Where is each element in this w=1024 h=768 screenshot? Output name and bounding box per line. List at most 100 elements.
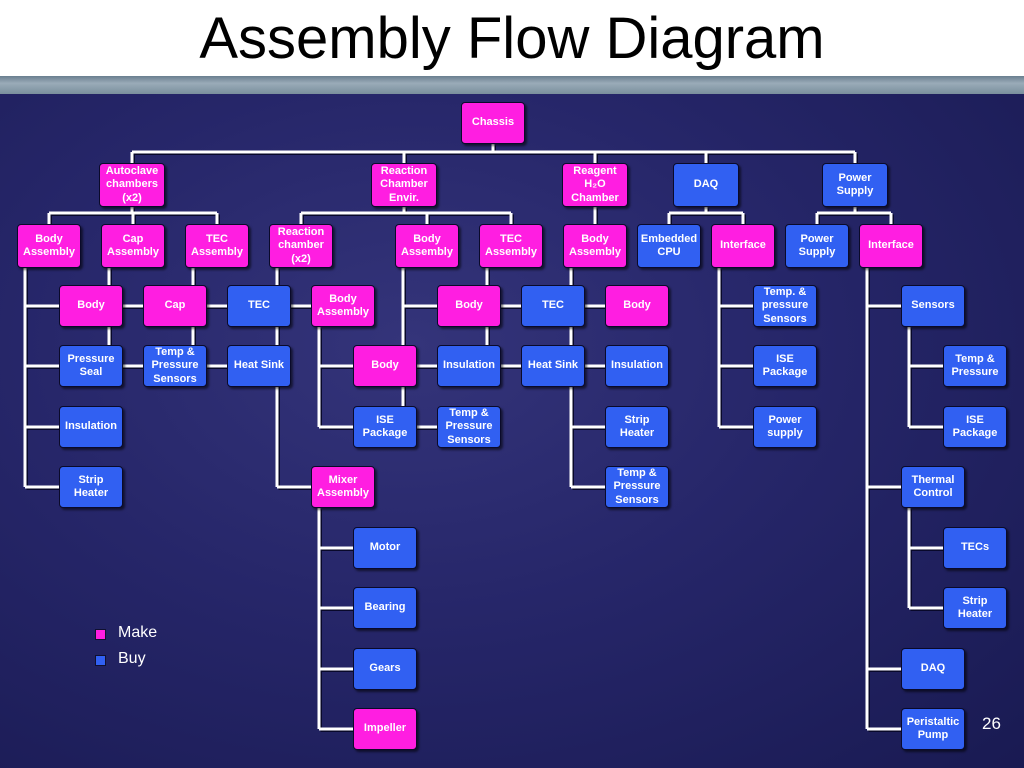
node-d-iface: Interface — [711, 224, 775, 268]
node-label: Power supply — [767, 413, 803, 440]
node-label: Insulation — [611, 359, 663, 372]
node-label: Peristaltic Pump — [906, 715, 960, 742]
node-label: Thermal Control — [911, 473, 955, 500]
node-label: Body — [77, 299, 105, 312]
node-label: ISE Package — [952, 413, 998, 440]
node-chassis: Chassis — [461, 102, 525, 144]
node-label: DAQ — [693, 178, 719, 191]
legend-buy-label: Buy — [118, 650, 146, 667]
node-r-bearing: Bearing — [353, 587, 417, 629]
node-a-tps: Temp & Pressure Sensors — [143, 345, 207, 387]
title-divider — [0, 76, 1024, 94]
node-r-body: Body — [437, 285, 501, 327]
legend-make-swatch — [95, 629, 106, 640]
node-r-mixer: Mixer Assembly — [311, 466, 375, 508]
node-p-sensors: Sensors — [901, 285, 965, 327]
node-a-pseal: Pressure Seal — [59, 345, 123, 387]
node-g-bodyasm: Body Assembly — [563, 224, 627, 268]
node-d-tps: Temp. & pressure Sensors — [753, 285, 817, 327]
page-number: 26 — [982, 714, 1001, 733]
node-reaction: Reaction Chamber Envir. — [371, 163, 437, 207]
node-label: Cap Assembly — [107, 232, 159, 259]
slide-title: Assembly Flow Diagram — [199, 6, 825, 71]
node-label: Temp & Pressure — [951, 352, 999, 379]
node-label: ISE Package — [762, 352, 808, 379]
node-label: Autoclave chambers (x2) — [105, 164, 159, 204]
node-p-tecs: TECs — [943, 527, 1007, 569]
node-label: Power Supply — [798, 232, 836, 259]
node-reagent: Reagent H₂O Chamber — [562, 163, 628, 207]
node-r-tecasm: TEC Assembly — [479, 224, 543, 268]
title-bar — [0, 0, 1024, 76]
node-a-body: Body Assembly — [17, 224, 81, 268]
node-label: Interface — [720, 239, 766, 252]
node-r-bodyasm: Body Assembly — [395, 224, 459, 268]
node-label: Temp & Pressure Sensors — [613, 466, 661, 506]
node-label: Body Assembly — [569, 232, 621, 259]
node-label: Temp. & pressure Sensors — [761, 285, 809, 325]
node-d-ise: ISE Package — [753, 345, 817, 387]
node-power: Power Supply — [822, 163, 888, 207]
node-label: DAQ — [920, 662, 946, 675]
node-a-tec: TEC Assembly — [185, 224, 249, 268]
node-label: Impeller — [363, 722, 407, 735]
node-label: Strip Heater — [619, 413, 655, 440]
node-r-insul: Insulation — [437, 345, 501, 387]
node-label: Motor — [369, 541, 401, 554]
legend-buy-swatch — [95, 655, 106, 666]
node-p-ise: ISE Package — [943, 406, 1007, 448]
node-a-cap-p: Cap — [143, 285, 207, 327]
node-label: Embedded CPU — [640, 232, 698, 259]
node-label: Pressure Seal — [67, 352, 115, 379]
node-r-bodyasm2: Body Assembly — [311, 285, 375, 327]
node-p-iface: Interface — [859, 224, 923, 268]
node-a-strip: Strip Heater — [59, 466, 123, 508]
node-a-tec-p: TEC — [227, 285, 291, 327]
node-label: Body — [371, 359, 399, 372]
node-r-motor: Motor — [353, 527, 417, 569]
node-r-hs: Heat Sink — [521, 345, 585, 387]
node-label: Strip Heater — [957, 594, 993, 621]
node-label: TEC — [248, 299, 270, 312]
node-label: Mixer Assembly — [317, 473, 369, 500]
node-d-power: Power supply — [753, 406, 817, 448]
node-r-tec: TEC — [521, 285, 585, 327]
node-label: Temp & Pressure Sensors — [151, 345, 199, 385]
node-label: Heat Sink — [527, 359, 579, 372]
node-label: Reagent H₂O Chamber — [571, 164, 619, 204]
node-label: Reaction chamber (x2) — [277, 225, 325, 265]
node-p-pump: Peristaltic Pump — [901, 708, 965, 750]
node-label: Heat Sink — [233, 359, 285, 372]
node-label: Bearing — [364, 601, 406, 614]
node-label: Reaction Chamber Envir. — [380, 164, 428, 204]
node-autoclave: Autoclave chambers (x2) — [99, 163, 165, 207]
node-label: Temp & Pressure Sensors — [445, 406, 493, 446]
node-a-hs: Heat Sink — [227, 345, 291, 387]
node-label: Sensors — [911, 299, 955, 312]
node-g-insul: Insulation — [605, 345, 669, 387]
node-p-daq: DAQ — [901, 648, 965, 690]
node-p-strip: Strip Heater — [943, 587, 1007, 629]
node-label: Insulation — [443, 359, 495, 372]
node-label: Body Assembly — [23, 232, 75, 259]
node-r-chamber: Reaction chamber (x2) — [269, 224, 333, 268]
node-label: Power Supply — [836, 171, 874, 198]
node-g-tps: Temp & Pressure Sensors — [605, 466, 669, 508]
node-r-body2: Body — [353, 345, 417, 387]
node-r-ise: ISE Package — [353, 406, 417, 448]
node-r-gears: Gears — [353, 648, 417, 690]
node-label: TEC — [542, 299, 564, 312]
node-g-body: Body — [605, 285, 669, 327]
node-label: TECs — [960, 541, 990, 554]
node-label: ISE Package — [362, 413, 408, 440]
node-daq: DAQ — [673, 163, 739, 207]
node-d-cpu: Embedded CPU — [637, 224, 701, 268]
node-p-thermal: Thermal Control — [901, 466, 965, 508]
node-r-impeller: Impeller — [353, 708, 417, 750]
node-label: Body Assembly — [317, 292, 369, 319]
node-label: Gears — [369, 662, 401, 675]
node-g-strip: Strip Heater — [605, 406, 669, 448]
node-label: Body — [455, 299, 483, 312]
node-p-tp: Temp & Pressure — [943, 345, 1007, 387]
node-label: TEC Assembly — [485, 232, 537, 259]
